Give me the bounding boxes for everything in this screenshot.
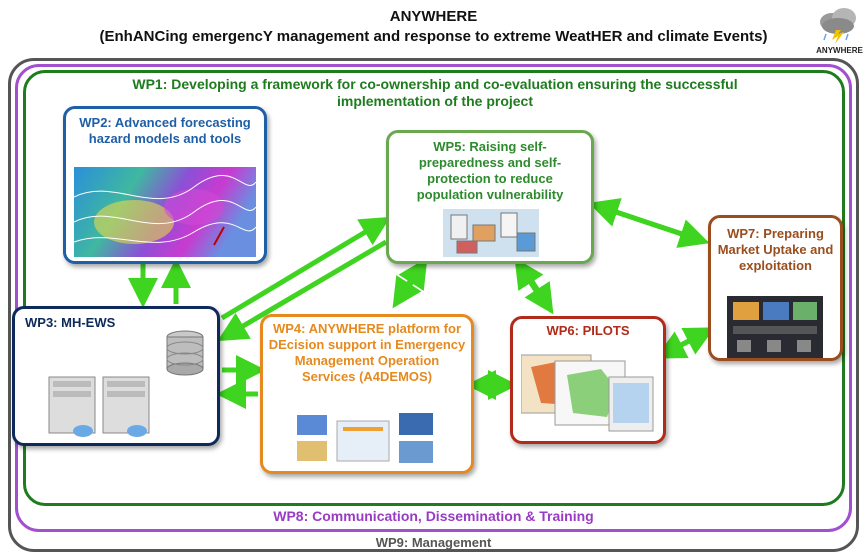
arrow-wp6-to-wp5 [514,257,549,308]
wp5-box: WP5: Raising self-preparedness and self-… [386,130,594,264]
wp2-label: WP2: Advanced forecasting hazard models … [79,115,251,146]
arrow-wp5-to-wp3 [217,239,388,342]
mobile-devices-image [443,209,539,257]
wp8-label: WP8: Communication, Dissemination & Trai… [273,508,594,524]
wp4-box: WP4: ANYWHERE platform for DEcision supp… [260,314,474,474]
control-room-image [727,296,823,358]
diagram-title: ANYWHERE [389,8,478,25]
wp1-label: WP1: Developing a framework for co-owner… [132,76,738,109]
platform-screens-image [297,413,433,463]
arrow-wp7-to-wp6 [655,329,708,359]
wp3-box: WP3: MH-EWS [12,306,220,446]
logo-text: ANYWHERE [816,46,863,55]
database-icon [166,330,204,376]
storm-cloud-icon [820,8,856,44]
weather-map-image [74,167,256,257]
wp3-label: WP3: MH-EWS [25,315,116,330]
wp6-label: WP6: PILOTS [546,323,630,338]
wp2-box: WP2: Advanced forecasting hazard models … [63,106,267,264]
diagram-subtitle: (EnhANCing emergencY management and resp… [99,28,768,45]
arrow-wp4-to-wp5 [397,257,428,302]
anywhere-logo: ANYWHERE [812,4,867,55]
server-icon [48,376,150,437]
wp9-label: WP9: Management [375,535,492,550]
pilot-maps-image [521,354,654,432]
wp5-label: WP5: Raising self-preparedness and self-… [416,139,564,202]
arrow-wp3-to-wp5 [220,216,391,321]
wp7-box: WP7: Preparing Market Uptake and exploit… [708,215,843,361]
wp6-box: WP6: PILOTS [510,316,666,444]
wp7-label: WP7: Preparing Market Uptake and exploit… [717,226,834,273]
arrow-wp7-to-wp5 [588,198,701,243]
wp4-label: WP4: ANYWHERE platform for DEcision supp… [268,321,466,384]
